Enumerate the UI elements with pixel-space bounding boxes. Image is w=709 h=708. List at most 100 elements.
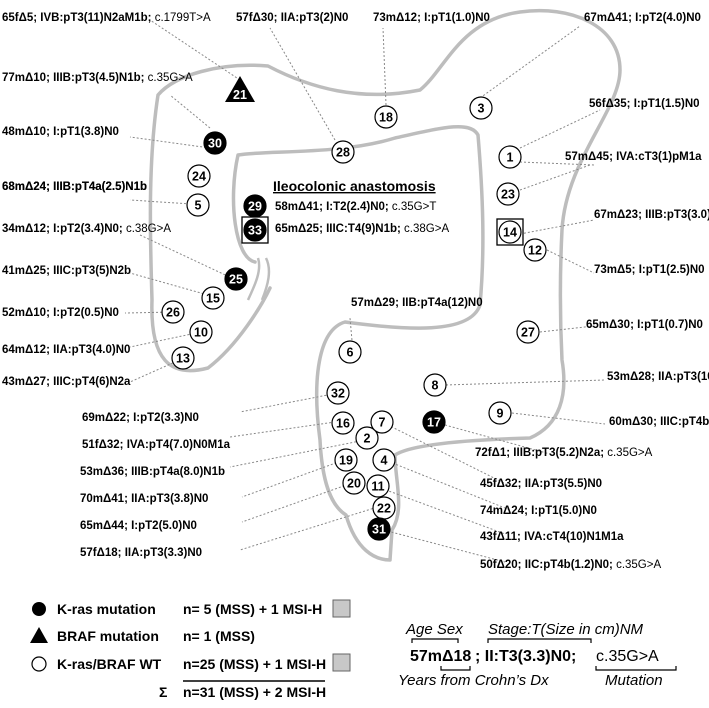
case-label-17: 72fΔ1; IIIB:pT3(5.2)N2a; c.35G>A	[475, 447, 653, 459]
case-label-31: 50fΔ20; IIC:pT4b(1.2)N0; c.35G>A	[480, 559, 661, 571]
case-marker-10: 10	[189, 320, 213, 344]
case-marker-6: 6	[338, 340, 362, 364]
kras-legend-count: n= 5 (MSS) + 1 MSI-H	[183, 601, 322, 617]
case-number: 27	[521, 326, 535, 340]
case-number: 29	[248, 200, 262, 214]
case-marker-24: 24	[187, 164, 211, 188]
case-marker-14: 14	[496, 218, 524, 246]
case-number: 32	[331, 387, 345, 401]
case-marker-3: 3	[469, 96, 493, 120]
kras-legend-label: K-ras mutation	[57, 601, 156, 617]
case-label-29: 58mΔ41; I:T2(2.4)N0; c.35G>T	[275, 201, 436, 213]
legend: K-ras mutation n= 5 (MSS) + 1 MSI-H BRAF…	[30, 599, 351, 700]
anastomosis-title: Ileocolonic anastomosis	[273, 178, 436, 194]
case-marker-27: 27	[516, 320, 540, 344]
key-stage-header: Stage:T(Size in cm)NM	[488, 621, 644, 638]
case-marker-2: 2	[355, 426, 379, 450]
case-label-33: 65mΔ25; IIIC:T4(9)N1b; c.38G>A	[275, 223, 449, 235]
case-marker-17: 17	[422, 410, 446, 434]
case-marker-9: 9	[488, 401, 512, 425]
case-label-28: 57fΔ30; IIA:pT3(2)N0	[236, 12, 348, 24]
braf-legend-count: n= 1 (MSS)	[183, 628, 255, 644]
key-years-label: Years from Crohn’s Dx	[398, 672, 549, 689]
case-marker-30: 30	[203, 131, 227, 155]
kras-msih-box	[332, 599, 351, 618]
case-label-9: 60mΔ30; IIIC:pT4b(4.3)N2	[609, 416, 709, 428]
case-number: 10	[194, 326, 208, 340]
case-label-10: 64mΔ12; IIA:pT3(4.0)N0	[2, 344, 130, 356]
case-label-4: 74mΔ24; I:pT1(5.0)N0	[480, 505, 597, 517]
case-label-34: 77mΔ10; IIIB:pT3(4.5)N1b; c.35G>A	[2, 72, 193, 84]
case-label-6: 57mΔ29; IIB:pT4a(12)N0	[351, 297, 483, 309]
case-number: 33	[248, 224, 262, 238]
case-marker-23: 23	[496, 182, 520, 206]
case-label-22: 57fΔ18; IIA:pT3(3.3)N0	[80, 547, 202, 559]
case-number: 26	[166, 306, 180, 320]
key-age-bracket	[411, 638, 459, 643]
case-label-2: 53mΔ36; IIIB:pT4a(8.0)N1b	[80, 466, 225, 478]
case-label-27: 65mΔ30; I:pT1(0.7)N0	[586, 319, 703, 331]
case-number: 1	[507, 151, 514, 165]
key-example-mutation: c.35G>A	[596, 648, 659, 665]
kras-legend-icon	[32, 602, 46, 616]
case-number: 3	[478, 102, 485, 116]
case-number: 4	[381, 454, 388, 468]
case-number: 31	[372, 523, 386, 537]
braf-legend-label: BRAF mutation	[57, 628, 159, 644]
case-marker-5: 5	[186, 193, 210, 217]
case-marker-31: 31	[367, 517, 391, 541]
case-number: 23	[501, 188, 515, 202]
case-number: 20	[347, 477, 361, 491]
case-number: 7	[379, 416, 386, 430]
key-mutation-bracket	[595, 666, 677, 671]
case-label-13: 43mΔ27; IIIC:pT4(6)N2a	[2, 376, 131, 388]
case-marker-1: 1	[498, 145, 522, 169]
case-marker-7: 7	[370, 410, 394, 434]
case-label-20: 65mΔ44; I:pT2(5.0)N0	[80, 520, 197, 532]
braf-legend-icon	[30, 627, 48, 643]
sum-count: n=31 (MSS) + 2 MSI-H	[183, 684, 326, 700]
case-marker-16: 16	[331, 411, 355, 435]
case-marker-4: 4	[372, 448, 396, 472]
case-number: 17	[427, 416, 441, 430]
sum-symbol: Σ	[159, 684, 167, 700]
case-marker-32: 32	[326, 381, 350, 405]
case-label-25: 34mΔ12; I:pT2(3.4)N0; c.38G>A	[2, 223, 171, 235]
key-mutation-label: Mutation	[605, 672, 663, 689]
case-number: 11	[371, 480, 384, 494]
format-key: Age Sex Stage:T(Size in cm)NM 57m Δ18 ; …	[398, 621, 677, 689]
key-age-sex: Age Sex	[405, 621, 463, 638]
case-label-16: 51fΔ32; IVA:pT4(7.0)N0M1a	[82, 439, 231, 451]
key-example-stage: ; II:T3(3.3)N0;	[475, 648, 576, 665]
case-marker-29: 29	[243, 194, 267, 218]
case-marker-15: 15	[201, 286, 225, 310]
case-number: 21	[233, 88, 247, 102]
case-marker-33: 33	[241, 216, 269, 244]
wt-msih-box	[332, 653, 351, 672]
case-marker-13: 13	[171, 346, 195, 370]
key-stage-bracket	[487, 638, 592, 643]
case-number: 25	[229, 273, 243, 287]
case-label-24: 68mΔ24; IIIB:pT4a(2.5)N1b	[2, 181, 147, 193]
case-marker-22: 22	[372, 496, 396, 520]
case-label-30: 48mΔ10; I:pT1(3.8)N0	[2, 126, 119, 138]
key-years-bracket	[440, 666, 471, 671]
case-label-7: 45fΔ32; IIA:pT3(5.5)N0	[480, 478, 602, 490]
case-marker-12: 12	[523, 238, 547, 262]
case-label-18: 73mΔ12; I:pT1(1.0)N0	[373, 12, 490, 24]
case-label-11: 43fΔ11; IVA:cT4(10)N1M1a	[480, 531, 624, 543]
wt-legend-count: n=25 (MSS) + 1 MSI-H	[183, 656, 326, 672]
case-marker-11: 11	[366, 474, 390, 498]
case-marker-19: 19	[334, 448, 358, 472]
case-number: 18	[379, 111, 393, 125]
case-number: 2	[364, 432, 371, 446]
case-number: 14	[503, 226, 517, 240]
case-marker-26: 26	[161, 300, 185, 324]
case-number: 13	[176, 352, 190, 366]
case-label-14: 67mΔ23; IIIB:pT3(3.0)N1b	[594, 209, 709, 221]
case-marker-28: 28	[331, 140, 355, 164]
case-marker-18: 18	[374, 105, 398, 129]
case-number: 6	[347, 346, 354, 360]
case-marker-8: 8	[423, 373, 447, 397]
case-number: 8	[432, 379, 439, 393]
